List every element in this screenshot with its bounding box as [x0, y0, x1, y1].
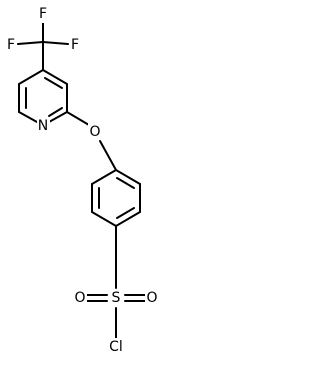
- bond-pyr-n-c2: [48, 111, 68, 123]
- atom-s-sulfonyl: S: [112, 290, 121, 306]
- bond-ph-c5-c4-inner: [116, 207, 135, 219]
- atom-o-sulfonyl-right: O: [146, 290, 157, 306]
- bond-c-f-left: [17, 41, 44, 45]
- bond-ph-c1-c6: [115, 169, 141, 185]
- bond-ph-c1-c6-inner: [116, 177, 135, 189]
- atom-f-left: F: [7, 37, 15, 53]
- bond-ph-c3-c4: [91, 211, 117, 227]
- atom-o-ether: O: [89, 124, 100, 140]
- bond-pyr-n-c2-inner: [48, 107, 63, 117]
- atom-n-pyridine: N: [38, 118, 48, 134]
- bond-pyr-c4-c3: [42, 69, 68, 85]
- bonds: [17, 15, 147, 339]
- bond-c-f-right: [42, 41, 69, 45]
- bond-pyr-c4-c3-inner: [44, 77, 63, 89]
- atom-labels: F F F N O S O O Cl: [5, 6, 159, 355]
- bond-o-ph: [99, 140, 117, 171]
- atom-o-sulfonyl-left: O: [74, 290, 85, 306]
- bond-ph-c5-c4: [115, 211, 141, 227]
- chemical-structure: F F F N O S O O Cl: [5, 6, 159, 355]
- atom-f-right: F: [71, 37, 79, 53]
- atom-cl: Cl: [109, 339, 123, 355]
- atom-f-top: F: [39, 6, 47, 22]
- bond-pyr-c6-n: [18, 111, 38, 123]
- bond-c2-o: [66, 111, 90, 126]
- bond-pyr-c4-c5: [18, 69, 44, 85]
- bond-ph-c1-c2: [91, 169, 117, 185]
